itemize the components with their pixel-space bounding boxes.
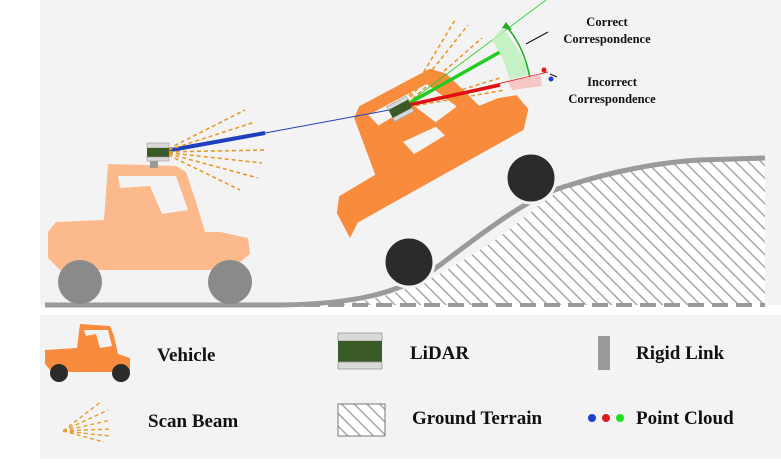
correct-beam: [403, 50, 501, 108]
vehicle-icon: [45, 324, 130, 382]
rear-wheel: [504, 151, 558, 205]
incorrect-sector: [508, 74, 542, 90]
front-wheel: [382, 235, 436, 289]
legend-background: [40, 315, 781, 459]
incorrect-correspondence-label: Incorrect Correspondence: [553, 74, 671, 108]
lidar-right: [386, 95, 415, 122]
incorrect-leader: [549, 73, 558, 78]
incorrect-label-line2: Correspondence: [568, 92, 656, 106]
incorrect-label-line1: Incorrect: [587, 75, 637, 89]
legend-scan-beam-label: Scan Beam: [148, 411, 239, 432]
correct-label-line2: Correspondence: [563, 32, 651, 46]
legend-lidar-label: LiDAR: [410, 343, 470, 364]
faded-vehicle: [48, 148, 252, 304]
legend-ground-terrain-label: Ground Terrain: [412, 408, 543, 429]
point-cloud-icon: [588, 414, 624, 422]
legend-rigid-link-label: Rigid Link: [636, 343, 725, 364]
rigid-link-left: [159, 131, 266, 154]
lidar-left: [146, 142, 170, 162]
ground-terrain-icon: [337, 403, 386, 437]
scan-beam-left: [161, 109, 266, 191]
point-blue: [548, 76, 554, 82]
ground-terrain: [45, 155, 766, 308]
legend-vehicle-label: Vehicle: [157, 345, 216, 366]
incorrect-beam: [403, 83, 501, 108]
correct-correspondence-label: Correct Correspondence: [548, 14, 666, 48]
correct-leader: [525, 31, 549, 45]
legend-point-cloud-label: Point Cloud: [636, 408, 734, 429]
lidar-legend-icon: [337, 332, 383, 370]
rigid-link-thin: [264, 107, 401, 134]
rigid-link-icon: [598, 336, 610, 370]
scan-beam-icon: [62, 400, 112, 443]
correct-arrowhead: [502, 22, 512, 30]
correct-label-line1: Correct: [586, 15, 628, 29]
correct-arc: [505, 25, 531, 79]
point-red: [541, 67, 547, 73]
correct-link-thin: [403, 0, 547, 107]
correct-sector: [492, 28, 530, 80]
